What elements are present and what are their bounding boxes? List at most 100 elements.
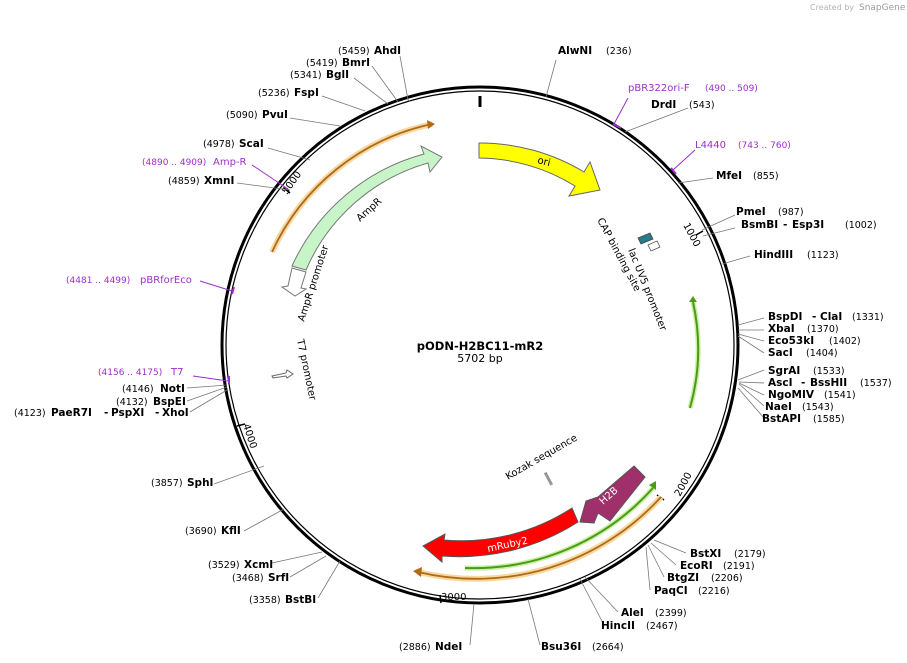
svg-text:(5090): (5090) [226,110,258,121]
primer-t7[interactable]: (4156 .. 4175) T7 [98,367,230,383]
svg-text:(1402): (1402) [829,336,861,347]
svg-text:(3358): (3358) [249,595,281,606]
site-ndei[interactable]: (2886) NdeI [399,641,462,653]
site-saci[interactable]: SacI (1404) [768,347,838,359]
site-drdi[interactable]: DrdI (543) [651,99,715,111]
feature-orf-topleft[interactable] [269,120,435,254]
svg-text:MfeI: MfeI [716,170,742,182]
site-eco53ki[interactable]: Eco53kI (1402) [768,335,861,347]
site-ecori[interactable]: EcoRI (2191) [680,560,755,572]
svg-text:(236): (236) [606,46,632,57]
site-fspi[interactable]: (5236) FspI [258,87,319,99]
feature-kozak[interactable]: Kozak sequence [504,433,579,486]
credit-brand[interactable]: SnapGene [859,3,906,13]
site-alei[interactable]: AleI (2399) [621,607,687,619]
site-bgli[interactable]: (5341) BglI [290,69,349,81]
svg-text:PspXI: PspXI [111,407,144,419]
site-pmei[interactable]: PmeI (987) [736,206,804,218]
svg-text:(2664): (2664) [592,642,624,653]
feature-h2b[interactable]: H2B [579,465,646,524]
site-paer7i-pspxi-xhoi[interactable]: (4123) PaeR7I - PspXI - XhoI [14,407,189,419]
feature-ori[interactable]: ori [478,142,601,197]
svg-text:SrfI: SrfI [268,572,289,584]
svg-text:BtgZI: BtgZI [667,572,699,584]
svg-text:pBR322ori-F: pBR322ori-F [628,83,690,94]
svg-text:(4481 .. 4499): (4481 .. 4499) [66,276,130,286]
svg-text:(4978): (4978) [203,139,235,150]
svg-text:EcoRI: EcoRI [680,560,713,572]
site-kfli[interactable]: (3690) KflI [185,525,241,537]
svg-text:(2216): (2216) [698,586,730,597]
site-btgzi[interactable]: BtgZI (2206) [667,572,743,584]
svg-text:HindIII: HindIII [754,249,793,261]
site-noti[interactable]: (4146) NotI [122,383,185,395]
svg-text:NgoMIV: NgoMIV [768,389,815,401]
primer-amp-r[interactable]: (4890 .. 4909) Amp-R [142,157,289,190]
site-hincii[interactable]: HincII (2467) [601,620,678,632]
svg-text:BspDI: BspDI [768,311,802,323]
svg-text:ori: ori [536,155,551,169]
svg-text:(3857): (3857) [151,478,183,489]
site-bstxi[interactable]: BstXI (2179) [690,548,766,560]
site-srfi[interactable]: (3468) SrfI [232,572,289,584]
feature-t7-promoter[interactable]: T7 promoter [271,337,318,402]
svg-text:NdeI: NdeI [435,641,462,653]
site-bstbi[interactable]: (3358) BstBI [249,594,316,606]
site-bsu36i[interactable]: Bsu36I (2664) [541,641,624,653]
feature-ampr[interactable]: AmpR [291,144,443,271]
svg-text:(3468): (3468) [232,573,264,584]
site-scai[interactable]: (4978) ScaI [203,138,264,150]
feature-orf-bottom-orange[interactable] [413,494,664,582]
site-xmni[interactable]: (4859) XmnI [168,175,234,187]
svg-text:(1543): (1543) [802,402,834,413]
svg-text:T7: T7 [170,367,183,378]
svg-text:L4440: L4440 [695,140,726,151]
svg-text:AleI: AleI [621,607,644,619]
svg-text:KflI: KflI [221,525,241,537]
svg-text:Eco53kI: Eco53kI [768,335,814,347]
svg-text:(4156 .. 4175): (4156 .. 4175) [98,368,162,378]
site-xbai[interactable]: XbaI (1370) [768,323,839,335]
site-hindiii[interactable]: HindIII (1123) [754,249,839,261]
svg-text:XhoI: XhoI [162,407,189,419]
svg-text:(1537): (1537) [860,378,892,389]
feature-lac-uv5[interactable]: CAP binding site lac UV5 promoter [594,216,668,333]
svg-text:XcmI: XcmI [244,559,273,571]
site-sgrai[interactable]: SgrAI (1533) [768,365,845,377]
svg-text:XbaI: XbaI [768,323,795,335]
site-paqci[interactable]: PaqCI (2216) [654,585,730,597]
svg-text:PaqCI: PaqCI [654,585,688,597]
site-bspdi-clai[interactable]: BspDI - ClaI (1331) [768,311,884,323]
site-sphi[interactable]: (3857) SphI [151,477,213,489]
site-xcmi[interactable]: (3529) XcmI [208,559,273,571]
svg-text:-: - [104,407,108,419]
svg-text:(5419): (5419) [306,58,338,69]
site-ahdi[interactable]: (5459) AhdI [338,45,401,57]
primer-pbrforeco[interactable]: (4481 .. 4499) pBRforEco [66,275,235,295]
feature-orf-bottom[interactable] [464,481,656,571]
svg-text:(4123): (4123) [14,408,46,419]
site-pvui[interactable]: (5090) PvuI [226,109,288,121]
svg-text:PmeI: PmeI [736,206,766,218]
site-asci-bsshii[interactable]: AscI - BssHII (1537) [768,377,892,389]
svg-text:(743 .. 760): (743 .. 760) [738,141,791,151]
plasmid-name: pODN-H2BC11-mR2 [417,339,543,353]
svg-text:DrdI: DrdI [651,99,676,111]
svg-text:ScaI: ScaI [239,138,264,150]
feature-orf-right[interactable] [687,296,701,409]
primer-pbr322ori-f[interactable]: pBR322ori-F (490 .. 509) [612,83,758,129]
site-bstapi[interactable]: BstAPI (1585) [762,413,845,425]
site-mfei[interactable]: MfeI (855) [716,170,779,182]
site-ngomiv[interactable]: NgoMIV (1541) [768,389,856,401]
svg-text:(2399): (2399) [655,608,687,619]
site-naei[interactable]: NaeI (1543) [765,401,834,413]
site-alwni[interactable]: AlwNI (236) [558,45,632,57]
site-bspei[interactable]: (4132) BspEI [116,396,186,408]
primer-l4440[interactable]: L4440 (743 .. 760) [670,140,791,175]
site-bmri[interactable]: (5419) BmrI [306,57,370,69]
svg-text:NaeI: NaeI [765,401,792,413]
svg-text:(1123): (1123) [807,250,839,261]
svg-text:3000: 3000 [441,592,466,603]
site-bsmbi-esp3i[interactable]: BsmBI Esp3I (1002) - [741,219,877,231]
svg-text:Amp-R: Amp-R [213,157,247,168]
